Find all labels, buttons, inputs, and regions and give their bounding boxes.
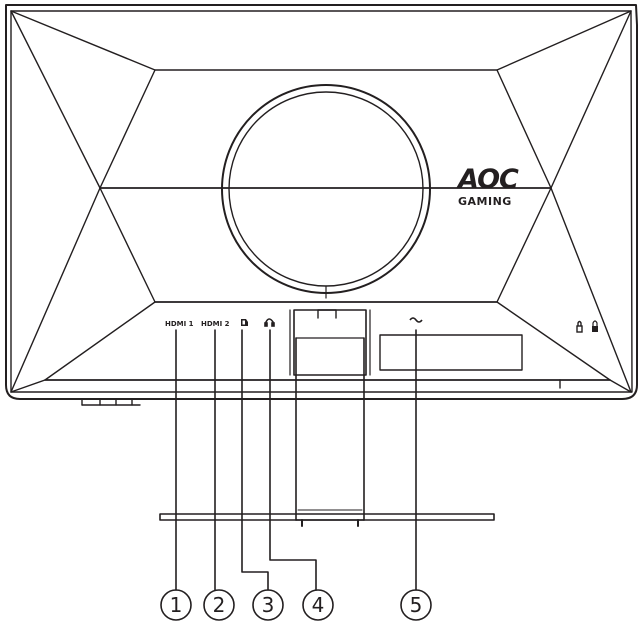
callout-number-5: 5 [410, 593, 423, 617]
callout-number-4: 4 [312, 593, 325, 617]
rear-panel-facets [10, 10, 632, 393]
stand-neck [289, 309, 371, 521]
callout-circles [160, 589, 432, 621]
callout-number-1: 1 [170, 593, 183, 617]
callout-1 [160, 589, 192, 621]
callout-3 [252, 589, 284, 621]
callout-lines [175, 329, 417, 591]
callout-5 [400, 589, 432, 621]
headphone-icon [264, 318, 275, 327]
power-socket-recess [379, 334, 523, 371]
brand-logo: AOC GAMING [456, 164, 520, 208]
monitor-body [5, 4, 638, 400]
port-label-hdmi1: HDMI 1 [165, 320, 194, 328]
ac-power-icon [409, 317, 423, 323]
callout-2 [203, 589, 235, 621]
bottom-feet [81, 379, 561, 406]
dp-port-icon [241, 319, 248, 326]
padlock-icon [592, 320, 598, 332]
vesa-mount-ring [221, 84, 431, 299]
callout-4 [302, 589, 334, 621]
stand-base [159, 513, 495, 527]
callout-number-3: 3 [262, 593, 275, 617]
port-label-hdmi2: HDMI 2 [201, 320, 230, 328]
logo-aoc: AOC [456, 164, 519, 195]
callout-number-2: 2 [213, 593, 226, 617]
kensington-lock-icon [576, 320, 583, 333]
logo-gaming: GAMING [458, 195, 512, 208]
